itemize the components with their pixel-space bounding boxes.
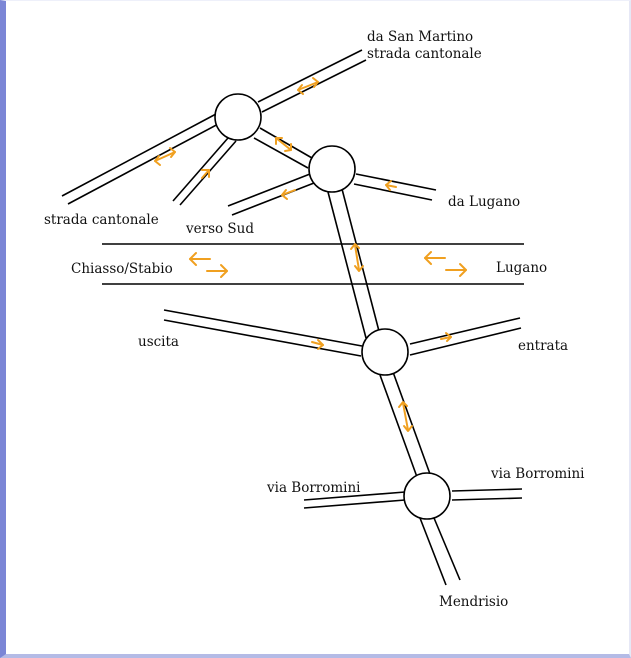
arrow-left-icon [281,189,296,200]
label-uscita: uscita [138,334,179,350]
arrow-right-icon [440,332,452,342]
label-via-borromini-right: via Borromini [490,466,585,482]
arrow-left-icon [424,251,446,265]
roundabout-4 [403,472,451,520]
labels: da San Martino strada cantonale strada c… [44,29,585,610]
label-lugano: Lugano [496,260,547,276]
road-connector-upper [253,127,313,169]
label-strada-cantonale-top: strada cantonale [367,46,482,62]
label-chiasso-stabio: Chiasso/Stabio [71,261,173,277]
roundabout-2 [308,145,356,193]
roundabout-1 [214,93,262,141]
road-uscita [163,309,363,357]
arrow-right-icon [206,264,228,278]
roundabouts [214,93,451,520]
label-da-san-martino: da San Martino [367,29,473,45]
arrow-right-icon [445,263,467,277]
arrow-bidirectional-icon [398,401,413,432]
arrow-bidirectional-icon [275,137,292,152]
road-da-san-martino [257,49,367,113]
arrow-bidirectional-icon [154,147,176,166]
road-via-borromini-left [303,491,406,509]
arrow-bidirectional-icon [297,77,319,95]
road-lower-link [379,371,431,478]
label-mendrisio: Mendrisio [439,594,508,610]
motorway [102,243,524,285]
road-da-lugano [353,173,437,201]
label-via-borromini-left: via Borromini [266,480,361,496]
roundabout-3 [361,328,409,376]
road-via-borromini-right [451,488,523,501]
road-main-link [327,188,381,339]
direction-arrows [154,77,467,432]
label-da-lugano: da Lugano [448,194,520,210]
label-verso-sud: verso Sud [185,221,254,237]
arrow-bidirectional-icon [350,243,364,272]
label-entrata: entrata [518,338,568,354]
road-entrata [409,317,522,356]
road-mendrisio [419,517,461,586]
arrow-right-icon [311,339,324,350]
arrow-left-icon [189,252,211,266]
roads [61,49,523,586]
road-verso-sud [172,137,237,206]
label-strada-cantonale-left: strada cantonale [44,212,159,228]
arrow-left-icon [385,180,397,191]
road-strada-cantonale [61,113,223,205]
road-ramp-left [227,173,315,216]
arrow-up-right-icon [201,169,210,179]
